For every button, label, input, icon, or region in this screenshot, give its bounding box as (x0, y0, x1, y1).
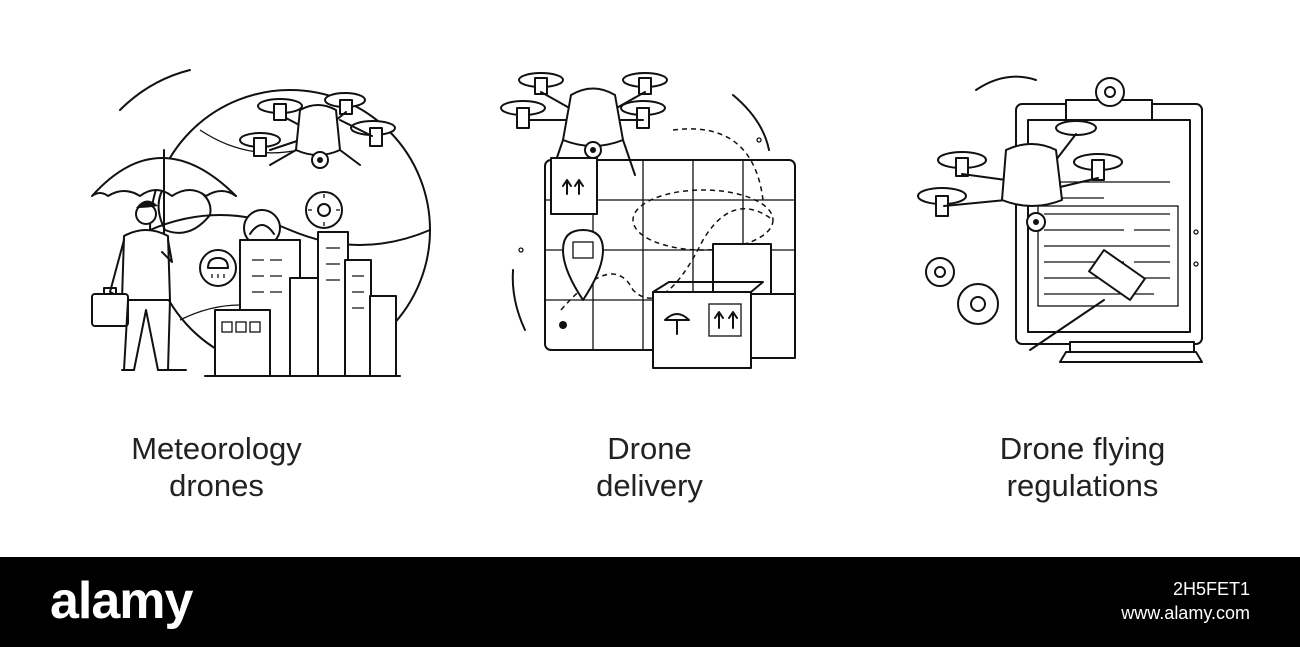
caption-line1: Drone (607, 431, 692, 466)
alamy-logo: alamy (50, 572, 193, 630)
caption-line2: delivery (596, 468, 703, 503)
caption-regulations: Drone flying regulations (866, 430, 1299, 504)
caption-meteorology: Meteorology drones (0, 430, 433, 504)
regulations-drone-icon (917, 75, 1203, 363)
delivery-drone-icon (500, 72, 796, 369)
caption-line1: Meteorology (131, 431, 302, 466)
watermark-bar: alamy 2H5FET1 www.alamy.com (0, 557, 1300, 647)
panel-meteorology: Meteorology drones (0, 0, 433, 557)
caption-line2: regulations (1006, 468, 1159, 503)
caption-line2: drones (169, 468, 264, 503)
image-id: 2H5FET1 (1172, 579, 1250, 599)
caption-delivery: Drone delivery (433, 430, 866, 504)
panel-delivery: Drone delivery (433, 0, 866, 557)
panel-regulations: Drone flying regulations (866, 0, 1299, 557)
site-url: www.alamy.com (1121, 603, 1250, 623)
meteorology-drone-icon (91, 69, 431, 377)
caption-line1: Drone flying (999, 431, 1166, 466)
